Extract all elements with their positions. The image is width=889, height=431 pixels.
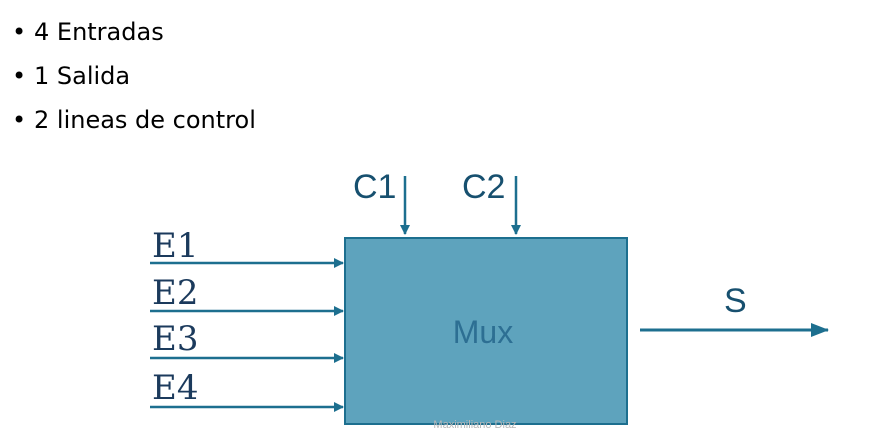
control-label-c1: C1 [353,168,396,206]
bullet-item-salida: •1 Salida [12,56,256,100]
input-label-e2: E2 [152,273,198,313]
bullet-list: •4 Entradas •1 Salida •2 lineas de contr… [12,12,256,144]
bullet-marker: • [12,18,27,46]
bullet-text: 4 Entradas [34,18,164,46]
control-label-c2: C2 [462,168,505,206]
bullet-text: 1 Salida [34,62,131,90]
input-label-e4: E4 [152,368,198,408]
bullet-text: 2 lineas de control [34,106,256,134]
bullet-item-control: •2 lineas de control [12,100,256,144]
bullet-item-entradas: •4 Entradas [12,12,256,56]
mux-label: Mux [453,314,513,350]
input-label-e3: E3 [152,319,198,359]
mux-block [344,237,628,425]
bullet-marker: • [12,62,27,90]
author-watermark: Maximiliano Diaz [433,419,516,431]
output-label-s: S [724,282,747,320]
input-label-e1: E1 [152,226,198,266]
bullet-marker: • [12,106,27,134]
